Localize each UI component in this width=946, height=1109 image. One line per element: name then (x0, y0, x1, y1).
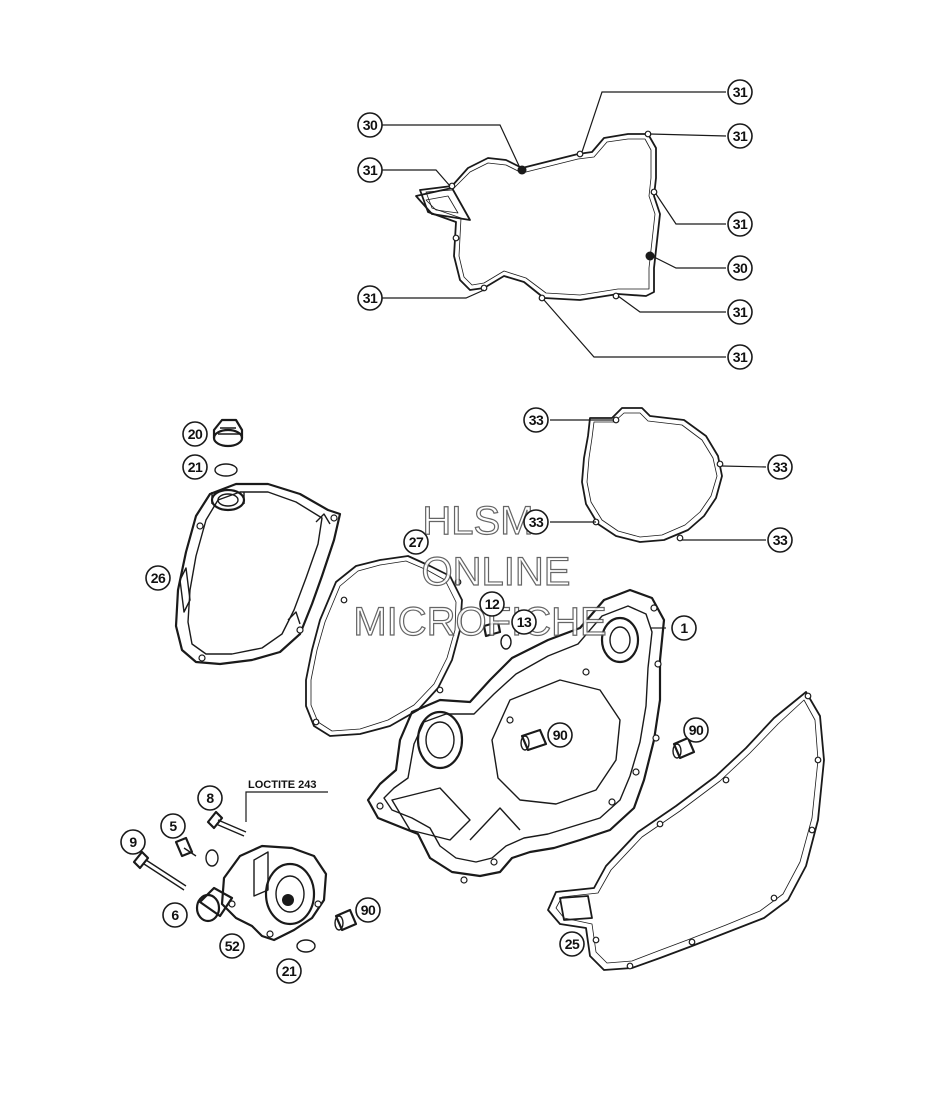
svg-text:31: 31 (363, 290, 378, 306)
watermark-line-1: HLSM (422, 499, 533, 543)
bolt-short (206, 810, 247, 837)
callout-33c: 33 (523, 509, 549, 535)
svg-text:31: 31 (733, 304, 748, 320)
bolt-long (132, 850, 187, 891)
callout-27: 27 (403, 529, 429, 555)
loctite-note: LOCTITE 243 (248, 779, 316, 791)
water-pump-cover (220, 844, 328, 942)
dowel-sleeve-center (520, 728, 548, 752)
callout-30b: 30 (727, 255, 753, 281)
oil-filler-plug (212, 418, 244, 448)
callout-31d: 31 (727, 211, 753, 237)
svg-text:20: 20 (188, 426, 203, 442)
svg-text:33: 33 (773, 532, 788, 548)
svg-text:31: 31 (733, 216, 748, 232)
svg-text:6: 6 (171, 907, 179, 923)
callout-31e: 31 (357, 285, 383, 311)
callout-33b: 33 (767, 454, 793, 480)
callout-26: 26 (145, 565, 171, 591)
callout-5: 5 (160, 813, 186, 839)
svg-text:27: 27 (409, 534, 424, 550)
svg-text:26: 26 (151, 570, 166, 586)
seal-ring (205, 849, 219, 867)
o-ring-upper (214, 463, 238, 477)
water-pump-outlet-pipe (195, 886, 234, 923)
svg-text:90: 90 (361, 902, 376, 918)
callout-90a: 90 (547, 722, 573, 748)
screw-with-washer (482, 620, 512, 650)
outer-clutch-cover (174, 482, 342, 666)
callout-6: 6 (162, 902, 188, 928)
svg-text:33: 33 (529, 412, 544, 428)
leader-lines (245, 91, 767, 822)
callout-30a: 30 (357, 112, 383, 138)
svg-text:25: 25 (565, 936, 580, 952)
svg-text:90: 90 (689, 722, 704, 738)
svg-text:52: 52 (225, 938, 240, 954)
inner-cover-gasket (547, 691, 825, 971)
svg-text:8: 8 (206, 790, 214, 806)
dowel-sleeve-lower (334, 908, 358, 932)
svg-text:33: 33 (529, 514, 544, 530)
svg-text:31: 31 (363, 162, 378, 178)
callout-13: 13 (511, 609, 537, 635)
callout-33a: 33 (523, 407, 549, 433)
callout-31a: 31 (357, 157, 383, 183)
o-ring-lower (296, 939, 316, 953)
svg-text:31: 31 (733, 128, 748, 144)
watermark: HLSM ONLINE MICROFICHE (353, 498, 608, 644)
callouts: 30 31 31 31 31 30 31 31 31 33 33 33 33 2… (120, 79, 793, 984)
callout-21a: 21 (182, 454, 208, 480)
svg-text:12: 12 (485, 596, 500, 612)
callout-1: 1 (671, 615, 697, 641)
svg-text:21: 21 (282, 963, 297, 979)
svg-text:5: 5 (169, 818, 177, 834)
inner-clutch-cover (366, 588, 666, 884)
svg-text:13: 13 (517, 614, 532, 630)
callout-20: 20 (182, 421, 208, 447)
svg-text:21: 21 (188, 459, 203, 475)
dowel-sleeve-right (672, 736, 696, 760)
callout-25: 25 (559, 931, 585, 957)
watermark-line-2: ONLINE (422, 550, 571, 594)
callout-90c: 90 (355, 897, 381, 923)
svg-text:9: 9 (129, 834, 137, 850)
callout-12: 12 (479, 591, 505, 617)
callout-31g: 31 (727, 344, 753, 370)
svg-text:30: 30 (733, 260, 748, 276)
callout-9: 9 (120, 829, 146, 855)
callout-52: 52 (219, 933, 245, 959)
svg-text:90: 90 (553, 727, 568, 743)
callout-31b: 31 (727, 79, 753, 105)
ignition-cover-gasket (581, 407, 724, 543)
svg-text:31: 31 (733, 84, 748, 100)
svg-text:1: 1 (680, 620, 688, 636)
clutch-cover-gasket-top (415, 130, 661, 302)
callout-8: 8 (197, 785, 223, 811)
callout-31f: 31 (727, 299, 753, 325)
callout-31c: 31 (727, 123, 753, 149)
svg-text:30: 30 (363, 117, 378, 133)
svg-text:33: 33 (773, 459, 788, 475)
svg-text:31: 31 (733, 349, 748, 365)
callout-33d: 33 (767, 527, 793, 553)
callout-21b: 21 (276, 958, 302, 984)
clutch-cover-gasket (305, 555, 463, 737)
callout-90b: 90 (683, 717, 709, 743)
drain-screw (174, 836, 197, 858)
